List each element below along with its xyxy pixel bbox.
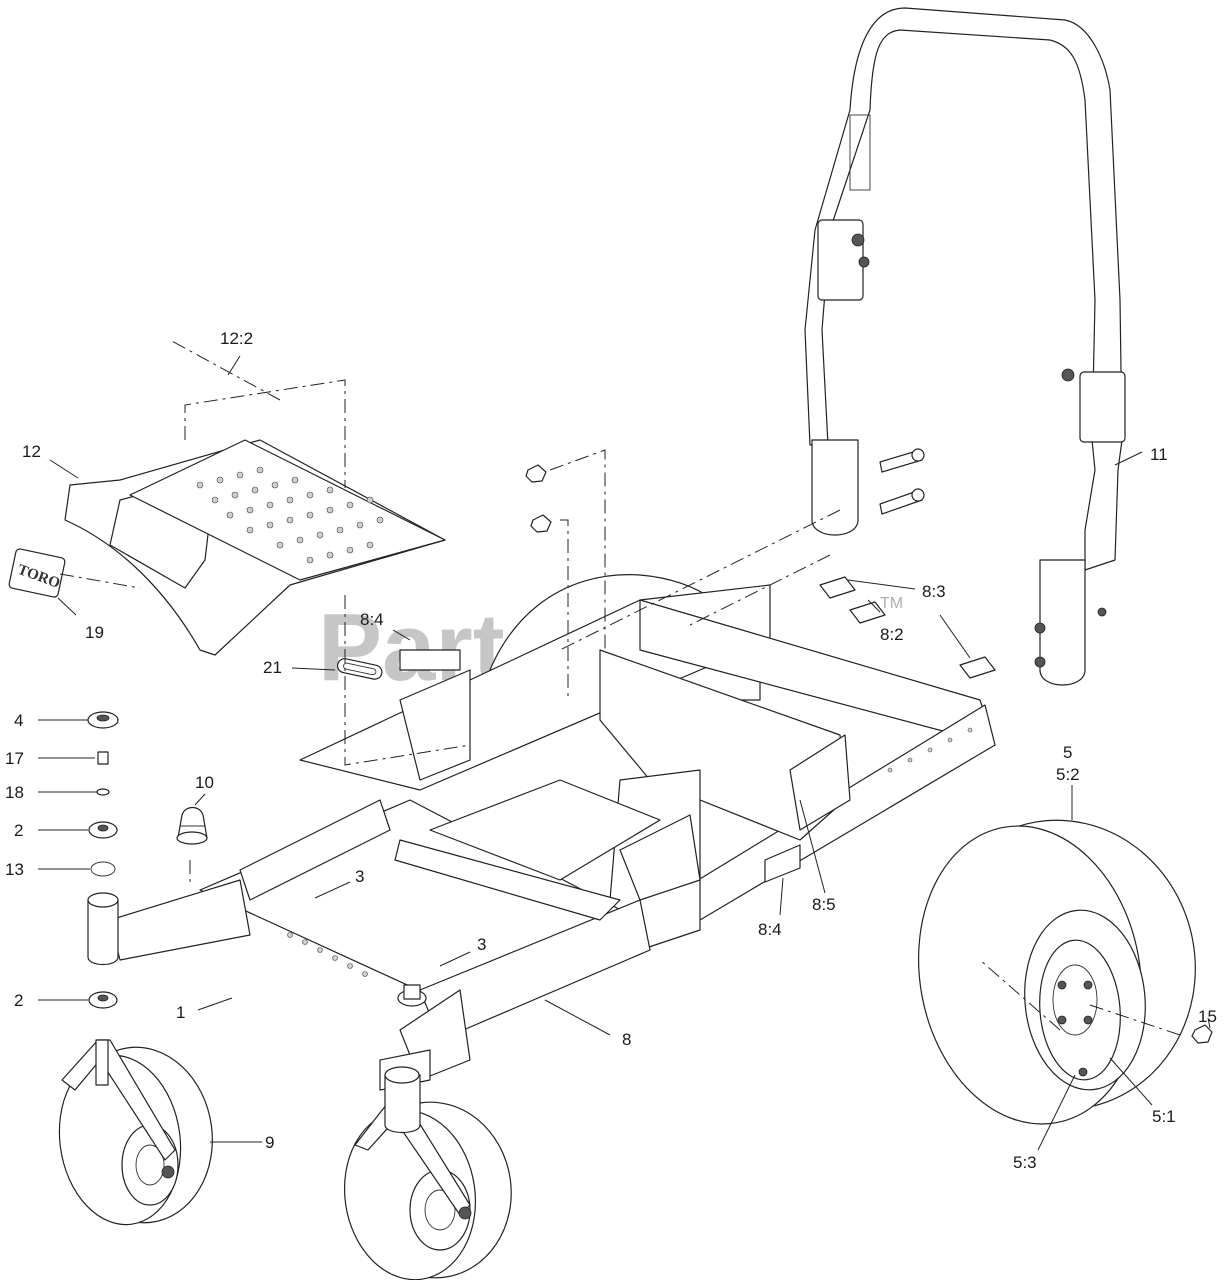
callout-8-2: 8:2 xyxy=(880,625,904,644)
callout-3-lower: 3 xyxy=(477,935,486,954)
drive-wheel xyxy=(917,819,1196,1125)
callout-12: 12 xyxy=(22,442,41,461)
main-frame xyxy=(109,574,996,1091)
watermark-trademark: TM xyxy=(880,595,903,612)
phantom-lines xyxy=(59,339,1181,1036)
callout-2-upper: 2 xyxy=(14,821,23,840)
callout-1: 1 xyxy=(176,1003,185,1022)
lug-nut xyxy=(1191,1024,1213,1044)
callout-15: 15 xyxy=(1198,1007,1217,1026)
callout-11: 11 xyxy=(1150,445,1168,464)
callout-9: 9 xyxy=(265,1133,274,1152)
grommet xyxy=(336,658,383,680)
callout-labels: 12 12:2 19 21 8:4 4 17 18 2 13 2 1 10 3 … xyxy=(5,329,1217,1172)
caster-wheel-left xyxy=(58,1039,213,1226)
callout-4: 4 xyxy=(14,711,23,730)
callout-12-2: 12:2 xyxy=(220,329,253,348)
callout-8-4-upper: 8:4 xyxy=(360,610,384,629)
roll-bar-bolts xyxy=(879,448,925,515)
decal-set xyxy=(399,576,996,883)
leader-lines xyxy=(38,355,1211,1151)
callout-19: 19 xyxy=(85,623,104,642)
floor-plate xyxy=(64,439,446,656)
caster-wheel-right xyxy=(343,1066,512,1280)
toro-decal: TORO xyxy=(8,548,66,598)
callout-13: 13 xyxy=(5,860,24,879)
callout-21: 21 xyxy=(263,658,282,677)
callout-5-2: 5:2 xyxy=(1056,765,1080,784)
bumper xyxy=(176,806,208,845)
callout-8-4-lower: 8:4 xyxy=(758,920,782,939)
callout-3-upper: 3 xyxy=(355,867,364,886)
caster-hardware-stack xyxy=(87,711,119,1009)
fender-nuts xyxy=(525,464,552,533)
callout-8-3: 8:3 xyxy=(922,582,946,601)
callout-10: 10 xyxy=(195,773,214,792)
callout-5-1: 5:1 xyxy=(1152,1107,1176,1126)
callout-18: 18 xyxy=(5,783,24,802)
roll-bar xyxy=(804,7,1126,686)
callout-8: 8 xyxy=(622,1030,631,1049)
callout-17: 17 xyxy=(5,749,24,768)
callout-5: 5 xyxy=(1063,743,1072,762)
callout-5-3: 5:3 xyxy=(1013,1153,1037,1172)
frame-holes xyxy=(287,727,973,977)
callout-8-5: 8:5 xyxy=(812,895,836,914)
callout-2-lower: 2 xyxy=(14,991,23,1010)
floor-plate-holes xyxy=(196,466,384,564)
